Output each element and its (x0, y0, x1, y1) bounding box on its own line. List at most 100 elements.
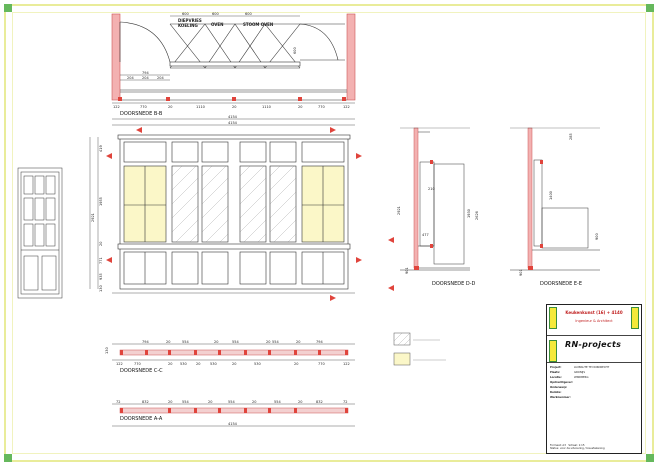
plan-b-red-marks (118, 97, 346, 101)
svg-text:204: 204 (142, 76, 149, 80)
plan-b-dim-row: 122 770 20 1110 20 1110 20 770 122 (112, 102, 355, 109)
elevation-total-dim: 4154 (228, 121, 238, 125)
svg-text:122: 122 (343, 362, 350, 366)
svg-text:770: 770 (318, 105, 325, 109)
svg-text:419: 419 (99, 145, 103, 152)
svg-text:1400: 1400 (549, 191, 553, 200)
svg-text:901: 901 (405, 267, 409, 274)
title-banner: Keukenkunst (16) + 4140 Ingenieur & Arch… (547, 305, 641, 336)
svg-text:554: 554 (232, 340, 239, 344)
svg-text:20: 20 (168, 362, 172, 366)
svg-text:20: 20 (298, 105, 302, 109)
logo-right-icon (631, 307, 639, 329)
svg-text:210: 210 (428, 187, 435, 191)
title-block-row: Onderwerp: (550, 385, 638, 390)
svg-text:530: 530 (180, 362, 187, 366)
svg-text:832: 832 (316, 400, 323, 404)
svg-text:794: 794 (316, 340, 323, 344)
banner-subtitle: Ingenieur & Architect (575, 319, 613, 323)
svg-text:20: 20 (296, 340, 300, 344)
brand-area: RN-projects (547, 336, 641, 363)
svg-text:554: 554 (182, 340, 189, 344)
svg-text:794: 794 (142, 340, 149, 344)
row-key: Locatie: (550, 376, 562, 379)
svg-text:122: 122 (113, 105, 120, 109)
section-a-total-dim: 4154 (228, 422, 238, 426)
svg-text:770: 770 (134, 362, 141, 366)
svg-text:20: 20 (266, 340, 270, 344)
section-e-label: DOORSNEDE E-E (540, 281, 582, 287)
brand-name: RN-projects (565, 340, 622, 349)
plan-section-b (111, 13, 356, 101)
svg-text:832: 832 (142, 400, 149, 404)
section-d (400, 127, 470, 271)
svg-text:2626: 2626 (475, 211, 479, 220)
corner-mark-bottom-right (646, 454, 654, 462)
scale-label: Schaal: 1:15 (568, 444, 585, 447)
logo-left-icon (549, 307, 557, 329)
section-d-dims: 2626 2921 1930 210 477 901 (397, 187, 479, 274)
svg-text:530: 530 (254, 362, 261, 366)
svg-text:72: 72 (343, 400, 347, 404)
svg-text:935: 935 (99, 273, 103, 280)
row-key: Onderwerp: (550, 386, 568, 389)
svg-text:530: 530 (210, 362, 217, 366)
svg-text:770: 770 (318, 362, 325, 366)
svg-text:1110: 1110 (196, 105, 205, 109)
svg-text:20: 20 (232, 105, 236, 109)
svg-text:2921: 2921 (91, 213, 95, 222)
svg-text:554: 554 (274, 400, 281, 404)
plan-b-top-dims: 600 600 600 (170, 12, 300, 17)
section-c-marks (120, 350, 348, 355)
title-block: Keukenkunst (16) + 4140 Ingenieur & Arch… (546, 304, 642, 454)
svg-text:204: 204 (127, 76, 134, 80)
banner-title: Keukenkunst (16) + 4140 (565, 310, 623, 315)
corner-mark-top-left (4, 4, 12, 12)
section-a-marks (120, 408, 348, 413)
row-key: Project: (550, 366, 562, 369)
status-label: Status: voor de uitvoering / bouwtekenin… (550, 447, 605, 450)
svg-text:20: 20 (298, 400, 302, 404)
section-c-label: DOORSNEDE C-C (120, 368, 163, 374)
svg-text:600: 600 (182, 12, 189, 16)
elevation-cabinet (112, 124, 355, 294)
section-e-dims: 285 1400 900 901 (519, 133, 599, 276)
title-block-row: Werknummer: (550, 395, 638, 400)
row-key: Opdrachtgever: (550, 381, 573, 384)
row-value: LUXBAUTE TE DORDRECHT (574, 366, 610, 369)
row-key: Plaats: (550, 371, 561, 374)
svg-text:20: 20 (168, 400, 172, 404)
svg-text:20: 20 (252, 400, 256, 404)
svg-text:900: 900 (595, 233, 599, 240)
elevation-hatching (171, 165, 297, 243)
title-block-row: Locatie:WINDBERG (550, 375, 638, 380)
section-c-bottom-dims: 122 770 20 530 20 530 20 530 20 770 122 (116, 362, 350, 366)
svg-text:1930: 1930 (467, 209, 471, 218)
svg-text:122: 122 (343, 105, 350, 109)
elevation-section-markers (106, 127, 362, 301)
drawing-inner-border (12, 12, 646, 454)
side-door-elevation (17, 167, 63, 299)
svg-text:554: 554 (182, 400, 189, 404)
svg-text:122: 122 (116, 362, 123, 366)
svg-text:2921: 2921 (397, 206, 401, 215)
svg-text:20: 20 (99, 242, 103, 246)
svg-text:20: 20 (166, 340, 170, 344)
format-label: Formaat: A3 Schaal: 1:15 (550, 444, 585, 447)
svg-text:20: 20 (208, 400, 212, 404)
title-block-row: Project: LUXBAUTE TE DORDRECHT (550, 365, 638, 370)
section-d-label: DOORSNEDE D-D (432, 281, 476, 287)
svg-text:771: 771 (99, 257, 103, 264)
section-c-top-dims: 794 20 554 20 554 20 554 20 794 (142, 340, 323, 344)
svg-text:20: 20 (196, 362, 200, 366)
plan-label-koeling: KOELING (178, 23, 198, 28)
title-block-row: Plaats:GRONIJS (550, 370, 638, 375)
plan-b-side-dim: 600 (293, 47, 297, 54)
section-a-label: DOORSNEDE A-A (120, 416, 163, 422)
svg-text:20: 20 (168, 105, 172, 109)
section-e-marks (528, 160, 543, 270)
plan-b-total-dim: 4154 (228, 115, 238, 119)
plan-label-oven: OVEN (211, 22, 223, 27)
